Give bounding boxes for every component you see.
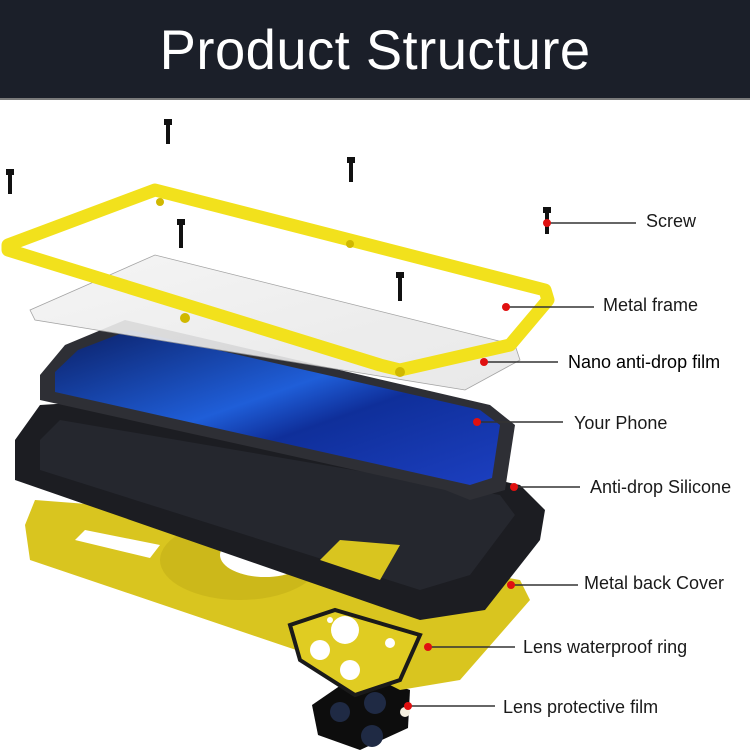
page-title: Product Structure (159, 17, 591, 81)
metal-frame-part (1, 183, 555, 377)
exploded-diagram (1, 119, 636, 750)
callout-label-lens-film: Lens protective film (503, 697, 659, 717)
callout-label-phone: Your Phone (574, 413, 668, 433)
header-divider (0, 98, 750, 100)
callout-label-silicone: Anti-drop Silicone (590, 477, 732, 497)
callout-label-lens-ring: Lens waterproof ring (523, 637, 688, 657)
callout-label-screw: Screw (646, 211, 697, 231)
header-banner: Product Structure (0, 0, 750, 98)
callout-label-metal-frame: Metal frame (603, 295, 699, 315)
lens-protective-film-part (312, 672, 410, 750)
callout-leaders (408, 222, 636, 707)
anti-drop-silicone-part (15, 400, 545, 620)
phone-part (40, 320, 515, 500)
callout-label-nano-film: Nano anti-drop film (568, 352, 721, 372)
callout-dots (404, 219, 551, 710)
callout-label-back-cover: Metal back Cover (584, 573, 725, 593)
